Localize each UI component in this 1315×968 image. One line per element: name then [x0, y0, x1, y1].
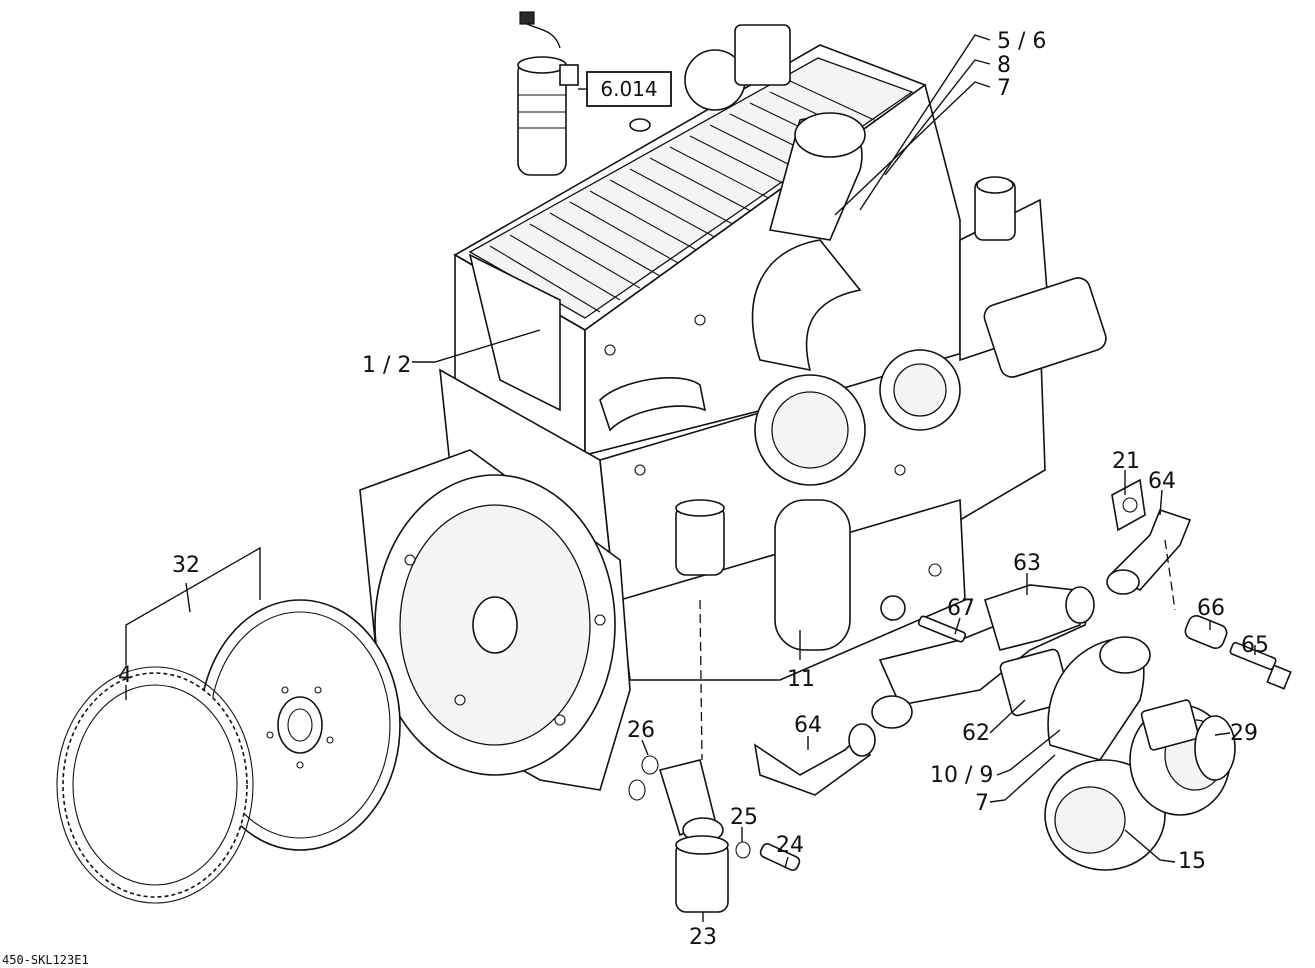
engine-assembly: [359, 24, 1107, 791]
callout-63: 63: [1013, 551, 1041, 576]
callout-26: 26: [627, 718, 655, 743]
callout-11: 11: [787, 667, 815, 692]
callout-15: 15: [1178, 849, 1206, 874]
reference-box-label: 6.014: [600, 77, 657, 101]
callout-21: 21: [1112, 449, 1140, 474]
callout-1-2: 1 / 2: [362, 353, 411, 378]
drawing-code: 450-SKL123E1: [2, 953, 89, 967]
callout-29: 29: [1230, 721, 1258, 746]
block-bolts: [404, 314, 942, 726]
manifold-axis-line: [1164, 539, 1176, 611]
callout-64-right: 64: [1148, 469, 1176, 494]
callout-62: 62: [962, 721, 990, 746]
callout-8: 8: [997, 53, 1011, 78]
reference-box: [586, 71, 672, 107]
callout-64-left: 64: [794, 713, 822, 738]
ring-gear: [56, 666, 254, 904]
callout-labels: 5 / 6 8 7 1 / 2 21 64 32 63 67 66 4 65 1…: [118, 29, 1269, 950]
callout-23: 23: [689, 925, 717, 950]
exhaust-manifolds: [753, 478, 1292, 796]
oil-filter-assembly: [628, 499, 801, 913]
callout-7-top: 7: [997, 76, 1011, 101]
callout-10-9: 10 / 9: [930, 763, 993, 788]
callout-25: 25: [730, 805, 758, 830]
callout-65: 65: [1241, 633, 1269, 658]
callout-32: 32: [172, 553, 200, 578]
callout-66: 66: [1197, 596, 1225, 621]
leader-lines: [125, 34, 1256, 922]
callout-7-bottom: 7: [975, 791, 989, 816]
turbocharger: [1044, 636, 1236, 871]
callout-67: 67: [947, 596, 975, 621]
flywheel: [199, 599, 401, 851]
sensor-assembly: [517, 11, 579, 176]
callout-24: 24: [776, 833, 804, 858]
oil-filter-axis-line: [699, 599, 703, 761]
callout-4: 4: [118, 663, 132, 688]
callout-5-6: 5 / 6: [997, 29, 1046, 54]
